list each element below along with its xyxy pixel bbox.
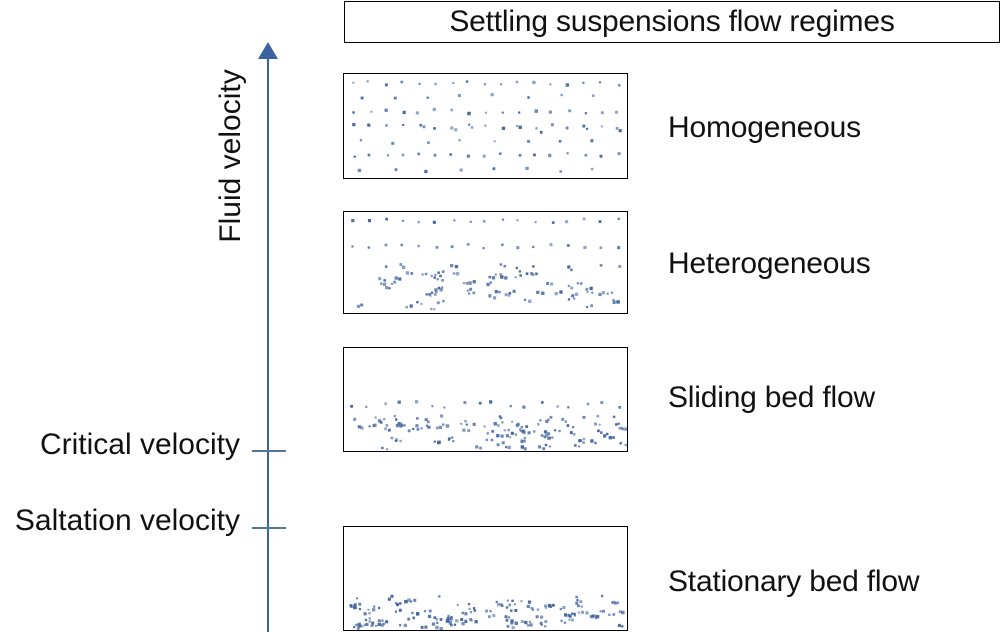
saltation-velocity-label: Saltation velocity: [14, 504, 240, 537]
fluid-velocity-axis: [267, 55, 269, 632]
regime-label-homogeneous: Homogeneous: [668, 111, 861, 144]
diagram-title-box: Settling suspensions flow regimes: [344, 1, 1000, 43]
particle-dots-homogeneous: [352, 80, 622, 174]
axis-arrow-icon: [258, 42, 278, 59]
critical-velocity-tick: [252, 450, 286, 452]
critical-velocity-label: Critical velocity: [39, 428, 240, 461]
regime-box-homogeneous: [343, 73, 628, 179]
particle-dots-sliding-bed: [350, 400, 627, 451]
regime-label-stationary-bed: Stationary bed flow: [668, 565, 920, 598]
regime-box-stationary-bed: [343, 526, 628, 631]
diagram-title: Settling suspensions flow regimes: [449, 5, 895, 38]
particle-dots-heterogeneous: [351, 217, 622, 311]
regime-box-heterogeneous: [343, 211, 628, 314]
particle-dots-stationary-bed: [349, 594, 625, 630]
axis-label: Fluid velocity: [214, 69, 247, 243]
saltation-velocity-tick: [252, 527, 286, 529]
regime-box-sliding-bed: [343, 347, 628, 452]
regime-label-heterogeneous: Heterogeneous: [668, 247, 871, 280]
regime-label-sliding-bed: Sliding bed flow: [668, 381, 875, 414]
